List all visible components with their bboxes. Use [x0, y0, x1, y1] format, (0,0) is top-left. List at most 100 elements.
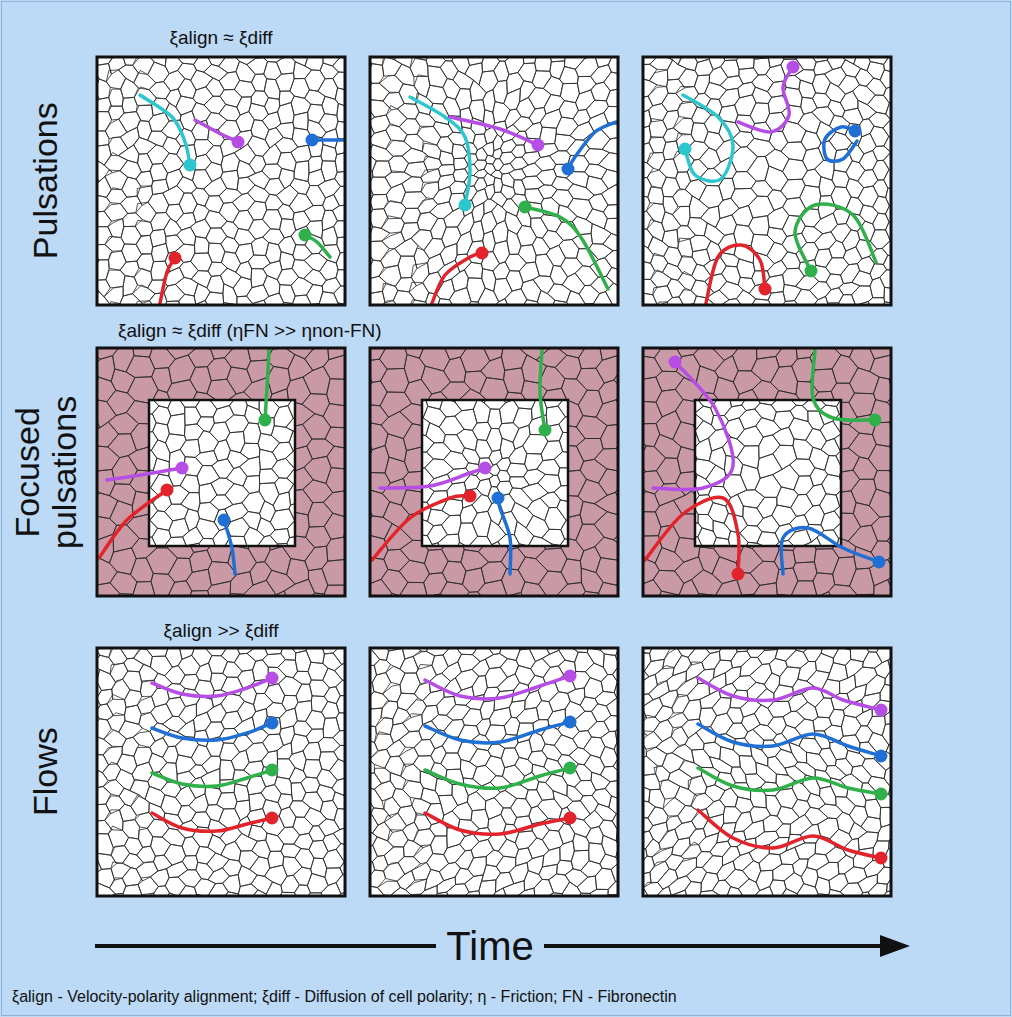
cell-mesh: [149, 400, 295, 546]
cell-position-dot: [849, 125, 862, 138]
panel-border: [97, 648, 345, 896]
cell-position-dot: [232, 136, 245, 149]
cell-mesh: [695, 400, 841, 546]
cell-position-dot: [875, 704, 888, 717]
cell-position-dot: [875, 852, 888, 865]
cell-trajectory: [152, 723, 272, 740]
cell-trajectory: [425, 813, 570, 834]
panel-content: [370, 648, 618, 896]
cell-position-dot: [266, 812, 279, 825]
condition-header: ξalign >> ξdiff: [164, 620, 279, 642]
cell-trajectory: [568, 122, 616, 169]
cell-trajectory: [450, 117, 538, 145]
panel-ground: [643, 57, 891, 305]
panel-content: [643, 648, 891, 896]
cell-mesh: [643, 348, 891, 596]
cell-trajectory: [160, 258, 175, 303]
cell-trajectory: [425, 676, 570, 699]
cell-mesh: [643, 648, 891, 896]
panel: [614, 322, 938, 677]
panel-content: [97, 57, 345, 305]
row-label: Pulsations: [27, 61, 64, 301]
cell-position-dot: [732, 568, 745, 581]
panel: [349, 38, 658, 363]
cell-trajectory: [683, 95, 733, 181]
panel-content: [643, 348, 891, 596]
cell-trajectory: [698, 724, 881, 756]
panel-content: [370, 348, 618, 596]
cell-trajectory: [795, 204, 876, 271]
cell-position-dot: [564, 812, 577, 825]
cell-position-dot: [459, 199, 472, 212]
cell-position-dot: [169, 252, 182, 265]
cell-trajectory: [525, 207, 608, 289]
cell-position-dot: [564, 670, 577, 683]
cell-trajectory: [540, 350, 545, 430]
panel-ground: [97, 648, 345, 896]
non-fn-border: [695, 400, 841, 546]
cell-position-dot: [679, 143, 692, 156]
time-label: Time: [436, 924, 543, 968]
cell-trajectory: [152, 678, 272, 696]
cell-position-dot: [464, 490, 477, 503]
non-fn-region: [422, 400, 568, 546]
cell-position-dot: [492, 492, 505, 505]
cell-trajectory: [498, 498, 511, 574]
cell-mesh: [370, 648, 618, 896]
cell-trajectory: [653, 362, 733, 490]
cell-position-dot: [176, 462, 189, 475]
panel-content: [97, 648, 345, 896]
panel: [68, 321, 393, 675]
non-fn-ground: [695, 400, 841, 546]
cell-trajectory: [195, 120, 238, 142]
panel: [341, 320, 666, 676]
cell-trajectory: [410, 97, 470, 205]
cell-position-dot: [476, 247, 489, 260]
cell-mesh: [422, 400, 568, 546]
cell-trajectory: [99, 490, 167, 558]
cell-trajectory: [812, 350, 875, 420]
cell-position-dot: [562, 163, 575, 176]
panel: [619, 35, 931, 364]
cell-position-dot: [266, 717, 279, 730]
panel-border: [370, 57, 618, 305]
cell-trajectory: [425, 768, 570, 788]
cell-trajectory: [152, 770, 272, 786]
cell-position-dot: [787, 61, 800, 74]
cell-trajectory: [224, 520, 235, 574]
panel-content: [370, 57, 618, 305]
panel-border: [370, 648, 618, 896]
time-arrow-head: [880, 935, 910, 957]
cell-trajectory: [706, 245, 765, 303]
cell-position-dot: [564, 762, 577, 775]
cell-mesh: [643, 57, 891, 305]
cell-trajectory: [140, 95, 190, 165]
cell-trajectory: [380, 468, 485, 488]
cell-position-dot: [532, 139, 545, 152]
cell-position-dot: [805, 265, 818, 278]
cell-trajectory: [738, 67, 793, 132]
condition-header: ξalign ≈ ξdiff (ηFN >> ηnon-FN): [118, 320, 382, 342]
cell-trajectory: [698, 810, 881, 858]
cell-trajectory: [372, 496, 470, 560]
cell-position-dot: [539, 424, 552, 437]
abbreviation-key: ξalign - Velocity-polarity alignment; ξd…: [12, 988, 677, 1006]
cell-position-dot: [875, 788, 888, 801]
row-label: Flows: [27, 652, 64, 892]
cell-trajectory: [265, 350, 269, 420]
row-label: Focused pulsations: [9, 352, 84, 592]
cell-trajectory: [698, 768, 881, 794]
non-fn-region: [695, 400, 841, 546]
cell-trajectory: [425, 722, 570, 743]
cell-position-dot: [161, 484, 174, 497]
cell-position-dot: [669, 356, 682, 369]
cell-position-dot: [299, 229, 312, 242]
panel-border: [643, 57, 891, 305]
non-fn-border: [149, 400, 295, 546]
cell-position-dot: [259, 414, 272, 427]
cell-trajectory: [698, 678, 881, 710]
cell-position-dot: [266, 764, 279, 777]
panel-border: [97, 57, 345, 305]
non-fn-region: [149, 400, 295, 546]
panel-border: [643, 348, 891, 596]
